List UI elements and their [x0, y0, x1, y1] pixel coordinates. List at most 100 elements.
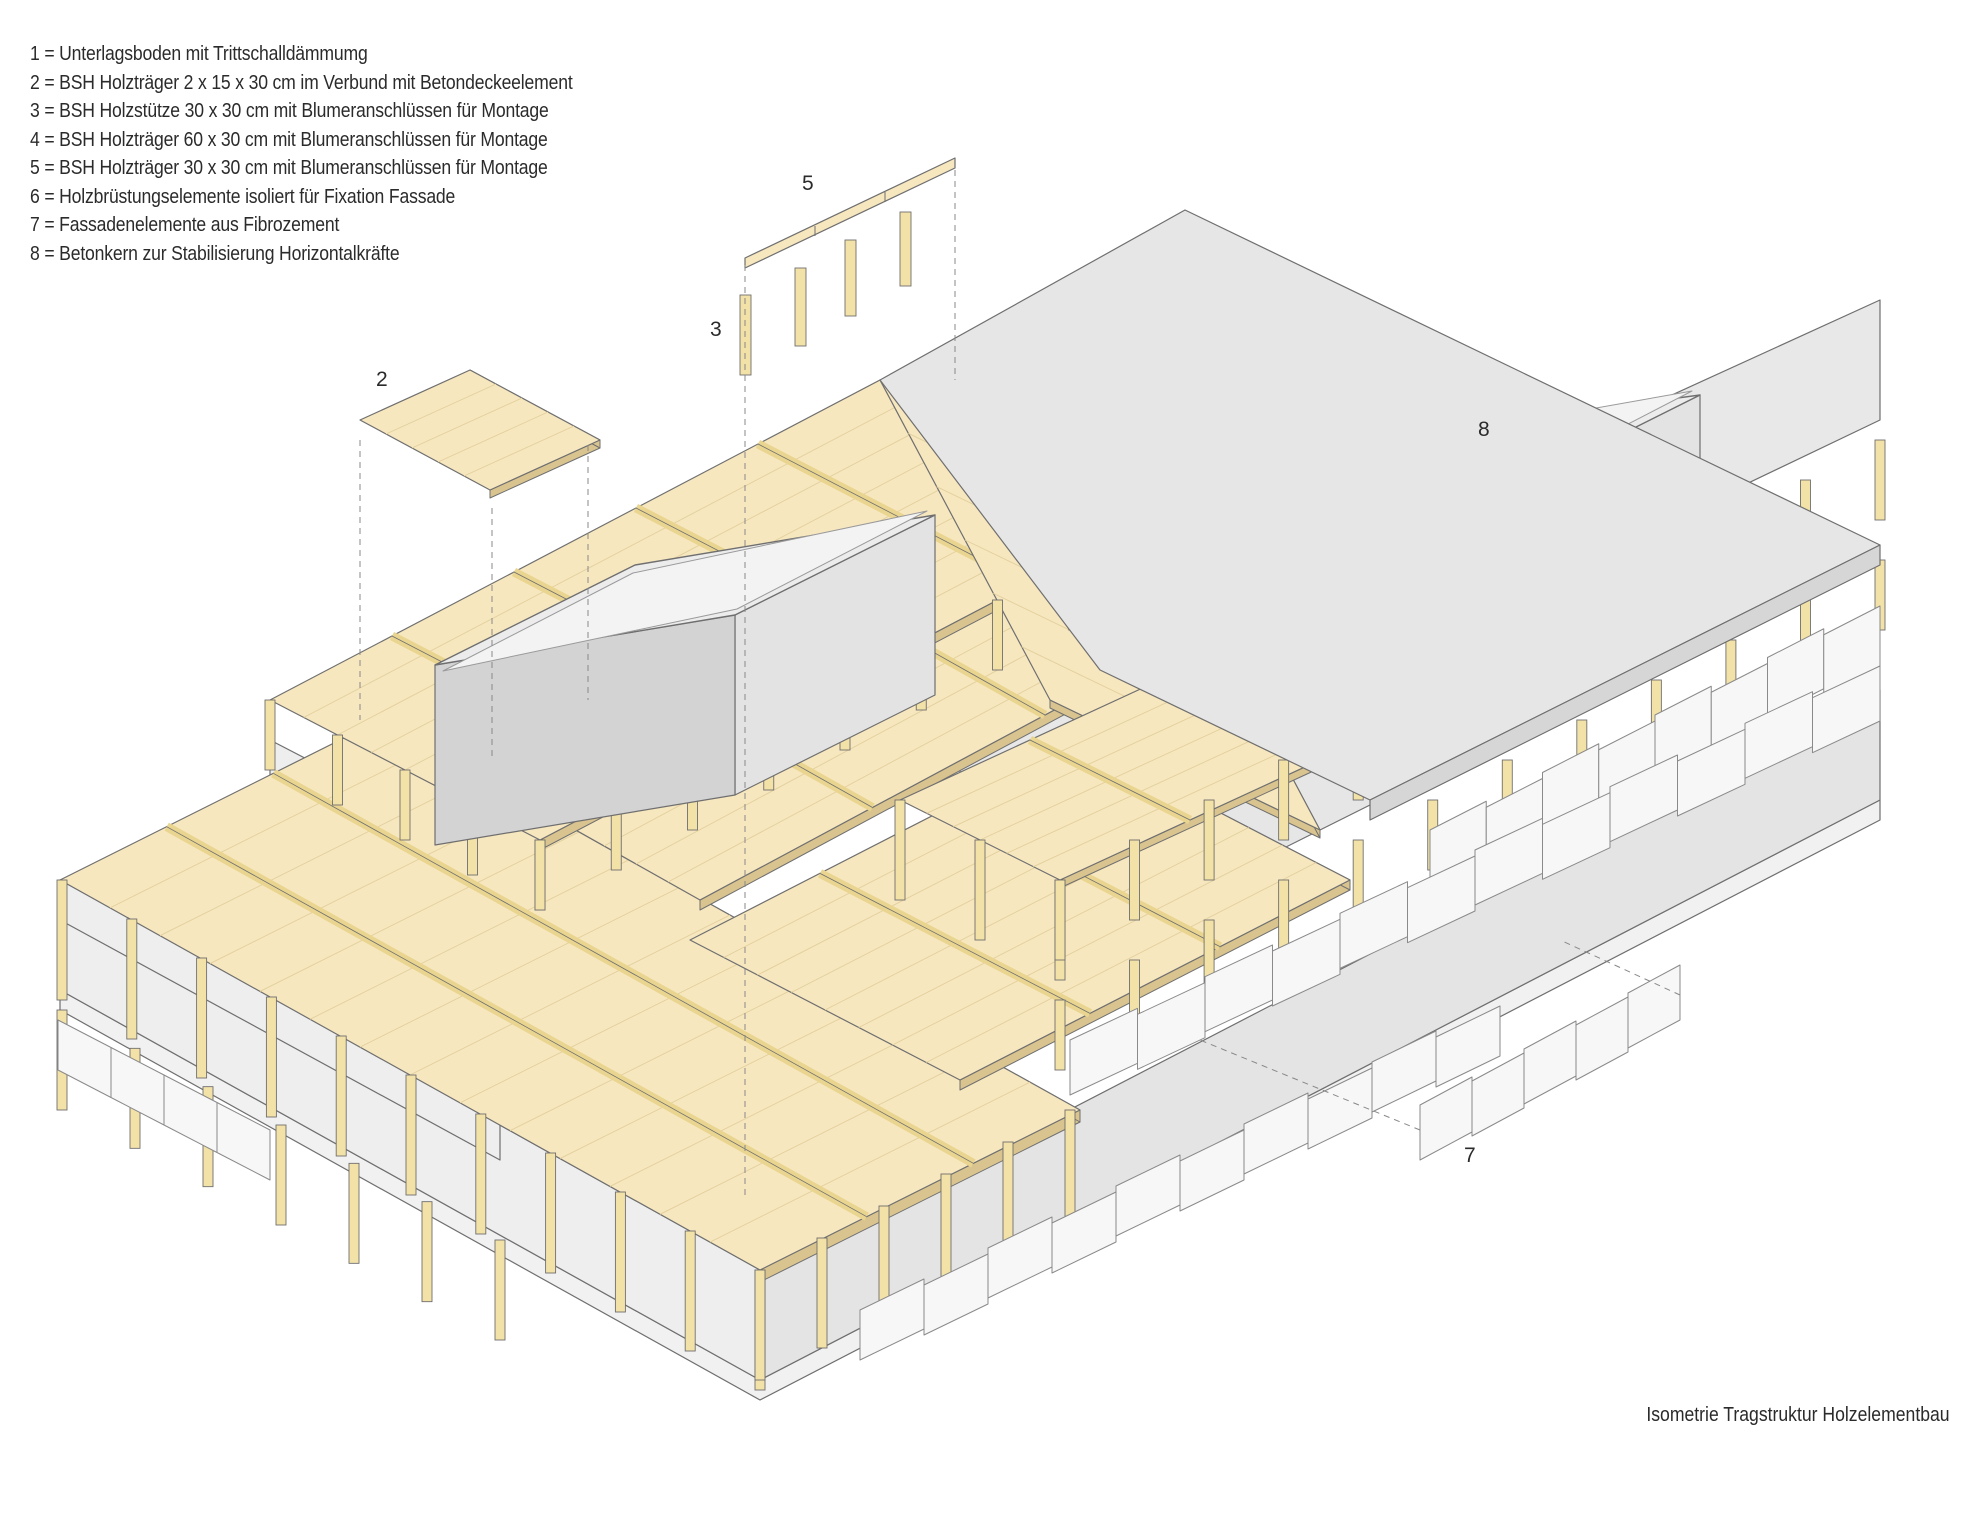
exploded-column-3 [794, 267, 807, 347]
exploded-facade-7 [1523, 1020, 1577, 1105]
exploded-elements [739, 157, 956, 376]
column-side-upper [1129, 839, 1140, 921]
callout-5: 5 [802, 172, 814, 195]
slab-lower-left-plank [359, 886, 681, 1048]
column-upper-left [332, 734, 343, 806]
legend-item-1: 1 = Unterlagsboden mit Trittschalldämmum… [30, 43, 368, 65]
slab-lower-right-plank [858, 827, 1249, 1028]
core-left-inner [442, 510, 928, 672]
legend-item-4: 4 = BSH Holzträger 60 x 30 cm mit Blumer… [30, 128, 548, 151]
slab-lower-left-plank [509, 970, 831, 1132]
column-side-mid [1278, 879, 1290, 951]
slab-lower-right-beam-edge [819, 872, 1091, 1014]
column-front-lower-2 [275, 1124, 287, 1226]
column-front-lower [335, 1035, 347, 1157]
slab-exploded-2-plank [437, 411, 549, 463]
column-front-lower [56, 879, 68, 1001]
column-side-upper [1278, 759, 1290, 841]
column-front-lower [196, 957, 208, 1079]
column-court [974, 839, 986, 941]
slab-lower-left-beam-edge [273, 772, 974, 1164]
slab-lower-left-plank [609, 1026, 931, 1187]
column-upper-right [992, 599, 1003, 671]
exploded-facade-7 [1627, 964, 1681, 1049]
slab-exploded-2 [359, 369, 601, 491]
column-front-lower-2 [348, 1162, 360, 1264]
facade-panel-side-mid [1677, 728, 1746, 817]
column-side-lower [816, 1237, 828, 1349]
column-side-lower [1002, 1141, 1014, 1253]
dash-line [1199, 1039, 1421, 1131]
column-side-mid [1352, 839, 1364, 911]
facade-panel-side-lower [923, 1253, 989, 1336]
column-upper-left [264, 699, 276, 771]
facade-elements [57, 605, 1881, 1361]
legend-item-8: 8 = Betonkern zur Stabilisierung Horizon… [30, 242, 400, 265]
slab-lower-right-plank [892, 844, 1283, 1046]
column-upper-left [399, 769, 411, 841]
legend-item-3: 3 = BSH Holzstütze 30 x 30 cm mit Blumer… [30, 100, 549, 122]
legend-item-6: 6 = Holzbrüstungselemente isoliert für F… [30, 185, 456, 208]
facade-panel-side-mid [1542, 792, 1611, 880]
facade-panel-front [216, 1102, 271, 1181]
facade-panel-side-lower [1307, 1067, 1373, 1150]
column-side-upper [1874, 439, 1886, 521]
column-upper-right [534, 839, 546, 911]
slab-lower-left-plank [659, 1053, 981, 1215]
dash-line [1559, 939, 1681, 996]
legend-item-5: 5 = BSH Holzträger 30 x 30 cm mit Blumer… [30, 157, 548, 179]
facade-panel-side-lower [1435, 1005, 1501, 1088]
slab-lower-left-plank [559, 998, 881, 1159]
column-front-lower [614, 1191, 626, 1313]
slab-lower-left-beam-edge [166, 826, 867, 1218]
column-side-upper [1203, 799, 1215, 881]
callout-8: 8 [1478, 418, 1490, 441]
column-front-lower [265, 996, 277, 1118]
column-front-lower-2 [494, 1239, 506, 1341]
slab-exploded-2-plank [411, 397, 523, 449]
column-side-lower [940, 1173, 952, 1285]
slab-lower-left-plank [259, 831, 581, 992]
slab-lower-left-plank [309, 858, 631, 1020]
slab-lower-left-plank [159, 775, 481, 937]
exploded-column-3 [899, 211, 912, 287]
exploded-facade-7 [1471, 1052, 1525, 1137]
column-front-lower [545, 1152, 557, 1274]
exploded-column-3 [844, 239, 857, 317]
facade-panel-side-lower [1051, 1191, 1117, 1274]
facade-panel-side-mid [1812, 665, 1881, 754]
facade-panel-side-mid [1407, 855, 1476, 944]
assembly-dash-lines [359, 170, 1681, 1200]
slab-exploded-2-plank [385, 383, 497, 435]
slab-lower-left-plank [459, 942, 781, 1104]
slab-exploded-2-plank [463, 425, 575, 477]
concrete-roof-edge [1369, 544, 1881, 821]
legend-item-7: 7 = Fassadenelemente aus Fibrozement [30, 214, 340, 236]
slab-lower-right-plank [926, 862, 1317, 1063]
column-front-lower [475, 1113, 487, 1235]
column-side-upper [1054, 879, 1066, 961]
slab-middle-court-beam-edge [1029, 739, 1191, 821]
legend-item-2: 2 = BSH Holzträger 2 x 15 x 30 cm im Ver… [30, 71, 573, 94]
callout-3: 3 [710, 318, 722, 341]
column-front-lower [405, 1074, 417, 1196]
callout-2: 2 [376, 368, 388, 391]
concrete-roof [879, 209, 1881, 821]
facade-panel-side-lower [1179, 1129, 1245, 1212]
slab-upper-left-plank [303, 397, 914, 718]
callout-7: 7 [1464, 1144, 1476, 1167]
column-side-lower [1064, 1109, 1076, 1221]
slab-lower-left-plank [709, 1081, 1031, 1243]
caption: Isometrie Tragstruktur Holzelementbau [1646, 1404, 1950, 1426]
facade-panel-side-mid [1272, 918, 1341, 1007]
slab-lower-left-plank [109, 747, 431, 909]
column-front-lower-2 [421, 1201, 433, 1303]
column-court [894, 799, 906, 901]
slab-lower-left-plank [409, 914, 731, 1076]
column-front-lower [684, 1230, 696, 1352]
exploded-beam-5 [744, 157, 956, 269]
legend: 1 = Unterlagsboden mit Trittschalldämmum… [30, 40, 573, 268]
exploded-facade-7 [1575, 996, 1629, 1081]
column-side-lower [754, 1269, 766, 1381]
